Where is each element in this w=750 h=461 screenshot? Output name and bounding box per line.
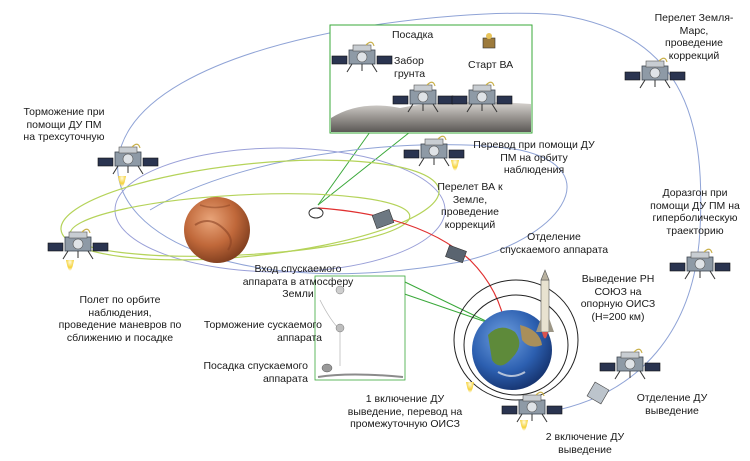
transfer-orbit: [117, 12, 702, 413]
earth-orbit-outer: [453, 279, 579, 401]
transfer-observation-orbit-label: Перевод при помощи ДУ ПМ на орбиту наблю…: [473, 139, 595, 176]
capsule-atmosphere-entry-label: Вход спускаемого аппарата в атмосферу Зе…: [242, 263, 354, 300]
capsule-braking-label: Торможение сускаемого аппарата: [203, 319, 322, 344]
hyperbolic-acceleration-label: Доразгон при помощи ДУ ПМ на гиперболиче…: [650, 187, 740, 237]
return-flight-label: Перелет ВА к Земле, проведение коррекций: [437, 181, 503, 231]
earth-orbit-inner: [463, 294, 569, 396]
earth-mars-transfer-label: Перелет Земля- Марс, проведение коррекци…: [654, 12, 734, 62]
return-vehicle-icon: [482, 33, 496, 49]
return-start-label: Старт ВА: [468, 59, 514, 71]
upper-stage-separation-label: Отделение ДУ выведение: [636, 392, 708, 417]
second-burn-label: 2 включение ДУ выведение: [545, 431, 625, 456]
rocket-icon: [536, 269, 554, 339]
mars-planet: [184, 197, 250, 263]
return-trajectory: [317, 207, 507, 331]
upper-stage-icon: [466, 381, 610, 405]
mars-orbit: [114, 147, 446, 273]
observation-orbit-flight-label: Полет по орбите наблюдения, проведение м…: [58, 294, 182, 344]
capsule-landing-label: Посадка спускаемого аппарата: [203, 360, 308, 385]
landing-inset: [329, 24, 533, 134]
braking-three-day-label: Торможение при помощи ДУ ПМ на трехсуточ…: [23, 106, 105, 143]
soil-sampling-label: Забор грунта: [394, 55, 426, 80]
first-burn-label: 1 включение ДУ выведение, перевод на про…: [347, 393, 463, 430]
reentry-capsule-icon: [308, 207, 467, 264]
earth-planet: [472, 310, 552, 390]
landing-box-title: Посадка: [392, 29, 434, 41]
descent-inset: [314, 275, 406, 381]
launch-soyuz-label: Выведение РН СОЮЗ на опорную ОИСЗ (H=200…: [580, 273, 656, 323]
capsule-separation-label: Отделение спускаемого аппарата: [499, 231, 609, 256]
observation-orbit-1: [60, 159, 440, 261]
mars-loop-orbit: [117, 144, 568, 275]
